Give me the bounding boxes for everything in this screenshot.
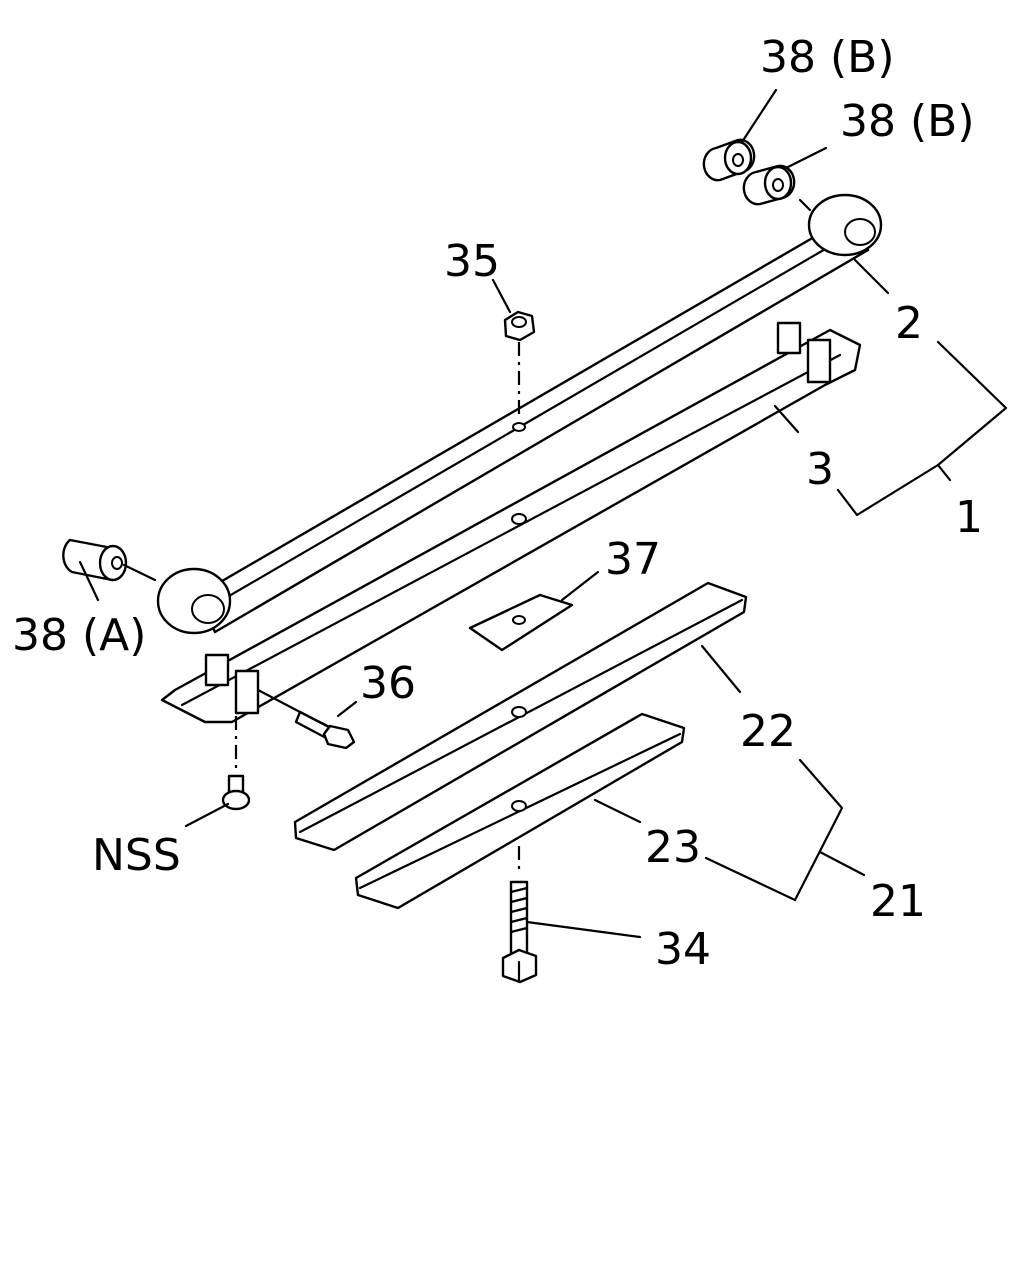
callout-1: 1	[955, 492, 983, 543]
leader-nss	[184, 802, 230, 828]
leader-35	[491, 278, 512, 314]
bracket-21	[704, 758, 844, 902]
bushing-38b-top	[702, 138, 756, 182]
second-leaf-3	[160, 321, 862, 724]
leader-3	[773, 404, 800, 434]
callout-23: 23	[645, 822, 701, 873]
leader-38b-mid	[784, 146, 828, 170]
pad-37	[468, 593, 574, 652]
bolt-36	[294, 710, 356, 750]
callout-3: 3	[806, 444, 834, 495]
callout-38b-mid: 38 (B)	[840, 96, 975, 147]
leader-38a-eye	[122, 563, 157, 582]
leader-34	[525, 920, 642, 939]
leader-1	[936, 463, 952, 482]
callout-2: 2	[895, 298, 923, 349]
leader-38a	[78, 560, 100, 602]
main-leaf-2	[156, 193, 883, 635]
leaf-23	[354, 712, 686, 910]
callout-37: 37	[605, 534, 661, 585]
center-bolt-34	[501, 880, 538, 984]
callout-35: 35	[444, 236, 500, 287]
callout-34: 34	[655, 924, 711, 975]
leader-22	[700, 644, 742, 694]
callout-38a: 38 (A)	[12, 610, 146, 661]
callout-36: 36	[360, 658, 416, 709]
leader-23	[593, 798, 642, 824]
bushing-38a	[62, 538, 128, 582]
leader-37	[560, 570, 600, 602]
leaf-22	[293, 581, 748, 852]
leader-36	[336, 700, 358, 718]
leader-21	[818, 850, 866, 877]
leader-bushing-eye	[798, 198, 812, 212]
leader-lines	[78, 88, 1008, 939]
callout-21: 21	[870, 876, 926, 927]
callout-nss: NSS	[92, 830, 181, 881]
callout-38b-top: 38 (B)	[760, 32, 895, 83]
bushing-38b-mid	[742, 164, 796, 206]
leader-2	[853, 258, 890, 295]
bolt-36-axis	[256, 688, 302, 714]
nut-35	[503, 310, 536, 342]
leader-38b-top	[740, 88, 778, 144]
callout-22: 22	[740, 706, 796, 757]
bracket-1	[836, 340, 1008, 517]
rivet-nss	[221, 774, 251, 811]
